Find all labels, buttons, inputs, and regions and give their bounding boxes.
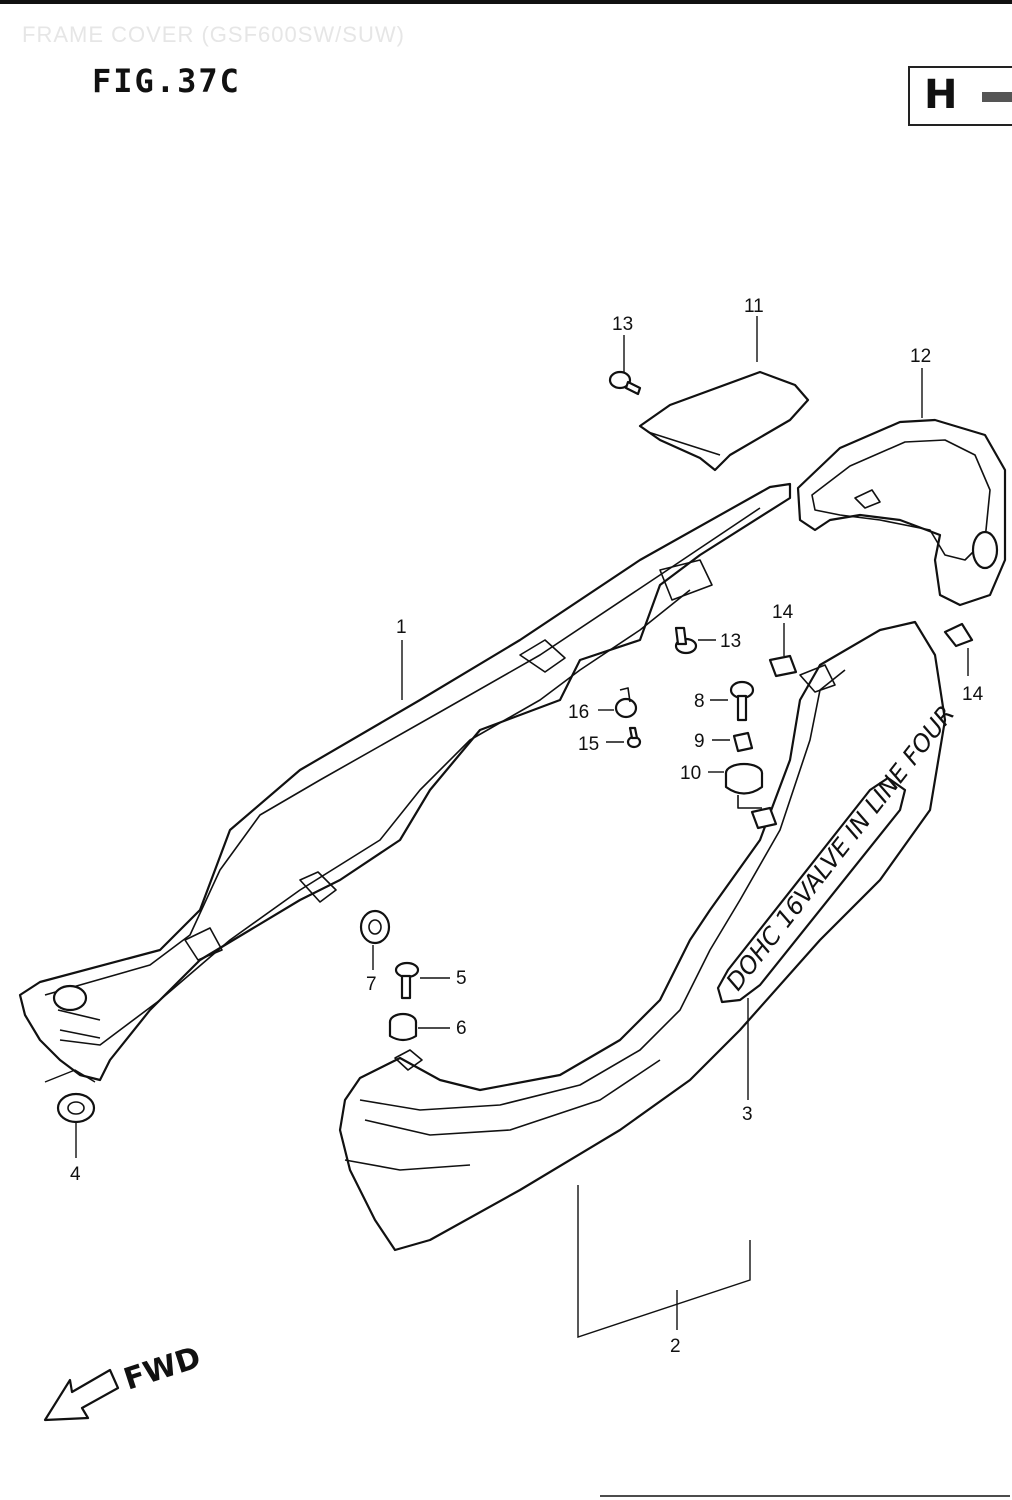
callout-13-mid: 13 <box>720 631 741 652</box>
part-10-lead <box>737 795 762 809</box>
part-16-nut <box>614 687 638 719</box>
forward-direction-arrow: FWD <box>43 1340 205 1422</box>
part-1-frame-cover <box>18 482 792 1082</box>
fwd-arrow-icon <box>43 1368 120 1422</box>
part-7-grommet <box>359 909 391 945</box>
fwd-label: FWD <box>120 1340 205 1398</box>
section-badge-letter: H <box>924 72 958 118</box>
callout-6: 6 <box>456 1018 467 1039</box>
part-4-grommet <box>56 1092 96 1124</box>
callout-16: 16 <box>568 702 589 723</box>
callout-5: 5 <box>456 968 467 989</box>
callout-9: 9 <box>694 731 705 752</box>
callout-10: 10 <box>680 763 701 784</box>
part-10-grommet <box>724 762 764 795</box>
figure-label: FIG.37C <box>92 62 241 100</box>
callout-4: 4 <box>70 1164 81 1185</box>
callout-15: 15 <box>578 734 599 755</box>
callout-14-right: 14 <box>962 684 984 705</box>
part-8-bolt <box>729 680 755 722</box>
callout-numbers: 13 11 12 1 14 13 14 8 16 9 15 10 5 7 6 3… <box>70 296 984 1357</box>
part-14-clip-right <box>943 622 974 648</box>
callout-2: 2 <box>670 1336 681 1357</box>
top-border <box>0 0 1012 4</box>
callout-13-top: 13 <box>612 314 633 335</box>
callout-8: 8 <box>694 691 705 712</box>
callout-12: 12 <box>910 346 931 367</box>
part-13-screw-mid <box>674 626 698 655</box>
section-badge-mark <box>982 92 1012 102</box>
leader-lines <box>44 316 969 1338</box>
part-15-screw <box>626 726 642 749</box>
callout-11: 11 <box>744 296 764 317</box>
callout-14-left: 14 <box>772 602 794 623</box>
part-13-screw-top <box>608 370 642 396</box>
part-5-bolt <box>394 961 420 1000</box>
callout-1: 1 <box>396 617 407 638</box>
faded-section-title: FRAME COVER (GSF600SW/SUW) <box>22 22 405 47</box>
part-14-clip-left <box>768 654 798 678</box>
callout-3: 3 <box>742 1104 753 1125</box>
part-9-collar <box>732 731 754 753</box>
part-10-boss <box>750 806 778 830</box>
section-badge: H <box>908 66 1012 126</box>
part-12-rear-cover <box>796 418 1007 607</box>
part-6-grommet <box>388 1012 418 1042</box>
callout-7: 7 <box>366 974 377 995</box>
hardware-group <box>56 370 974 1124</box>
part-11-tail-piece <box>638 370 810 472</box>
